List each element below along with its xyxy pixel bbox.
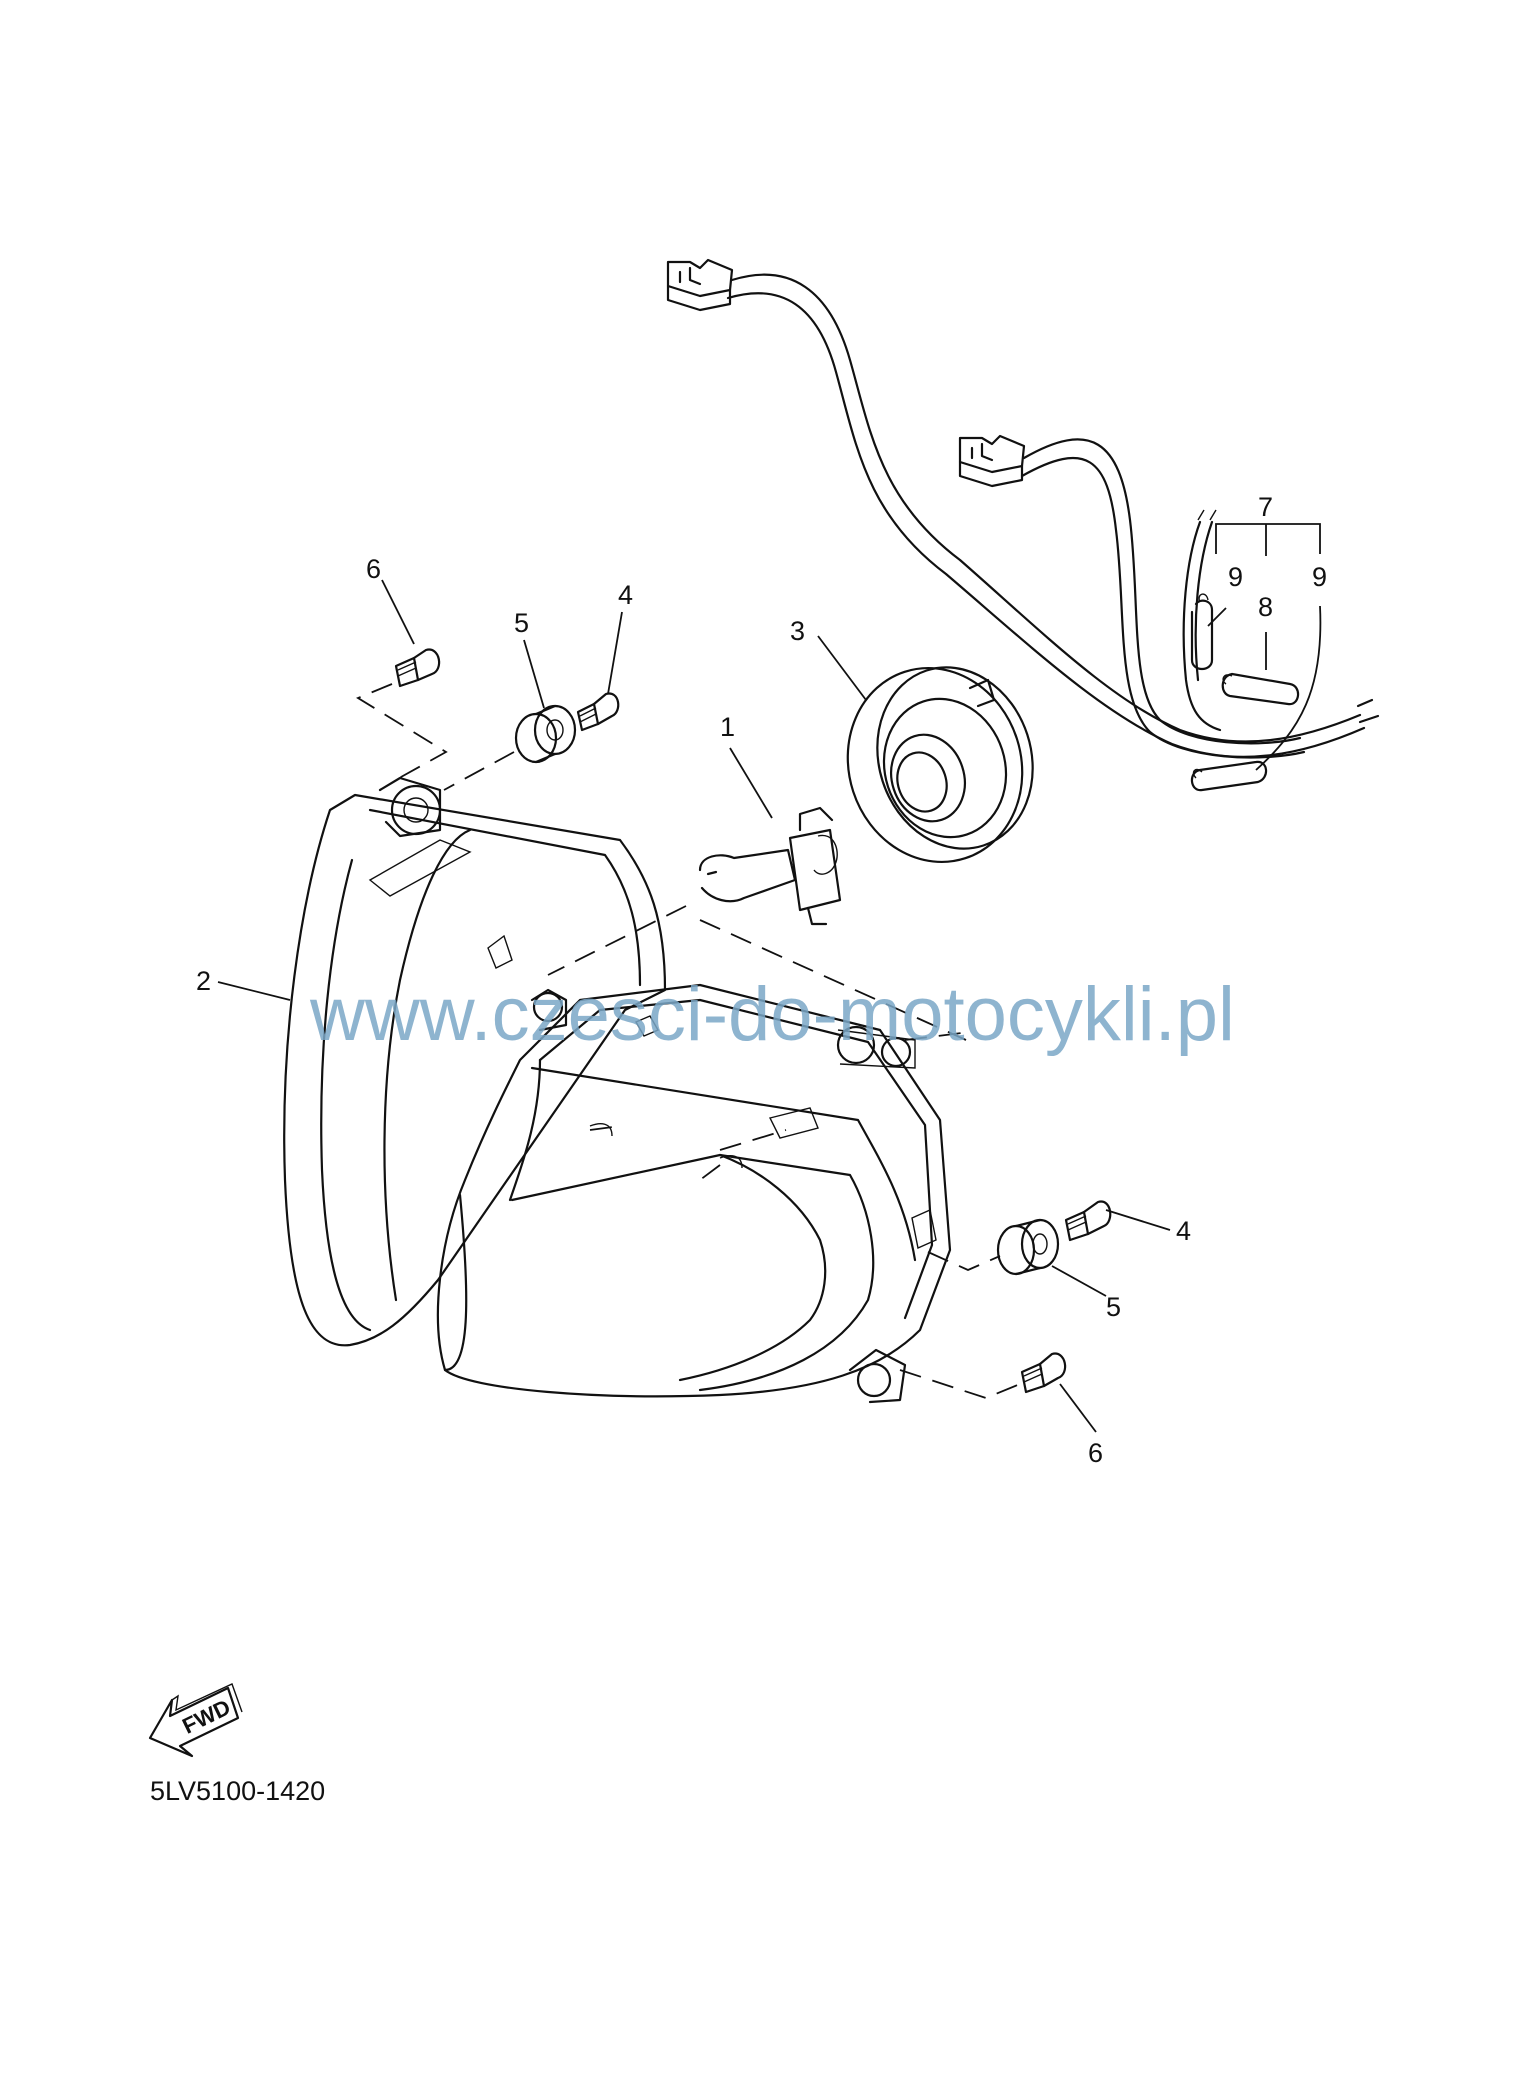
callout-2: 2 bbox=[196, 966, 211, 996]
callout-8: 8 bbox=[1258, 592, 1273, 622]
fwd-arrow-icon: FWD bbox=[148, 1683, 243, 1758]
headlight-assembly bbox=[283, 776, 952, 1404]
assembly-lines bbox=[356, 683, 1021, 1399]
wiring-harness bbox=[666, 258, 1380, 792]
callout-9-left: 9 bbox=[1228, 562, 1243, 592]
grommet-top bbox=[514, 704, 577, 764]
terminal-sleeve-8 bbox=[1221, 672, 1300, 706]
leader-lines bbox=[217, 523, 1322, 1433]
terminal-sleeve-9-right bbox=[1190, 760, 1268, 792]
mount-boss-bottom bbox=[848, 1348, 907, 1404]
screw-top-4 bbox=[576, 692, 620, 732]
callout-9-right: 9 bbox=[1312, 562, 1327, 592]
mount-boss-right-pair bbox=[836, 1025, 916, 1069]
connector-upper bbox=[666, 258, 734, 312]
screw-right-4 bbox=[1064, 1200, 1112, 1242]
screw-top-6 bbox=[394, 648, 441, 688]
terminal-sleeve-9-left bbox=[1190, 593, 1214, 671]
callout-5-top: 5 bbox=[514, 608, 529, 638]
callouts: 1 2 3 4 4 5 5 6 6 7 8 9 9 bbox=[196, 492, 1327, 1468]
fwd-label: FWD bbox=[178, 1694, 234, 1738]
callout-5-right: 5 bbox=[1106, 1292, 1121, 1322]
callout-4-right: 4 bbox=[1176, 1216, 1191, 1246]
watermark: www.czesci-do-motocykli.pl bbox=[309, 972, 1235, 1057]
callout-4-top: 4 bbox=[618, 580, 633, 610]
mount-boss-top-left bbox=[378, 776, 442, 838]
connector-lower bbox=[958, 434, 1026, 488]
callout-3: 3 bbox=[790, 616, 805, 646]
callout-6-top: 6 bbox=[366, 554, 381, 584]
part-code: 5LV5100-1420 bbox=[150, 1776, 325, 1806]
mount-boss-center bbox=[530, 988, 568, 1032]
screw-bottom-6 bbox=[1020, 1352, 1067, 1394]
socket-cover bbox=[846, 666, 1034, 864]
bulb bbox=[698, 806, 842, 926]
callout-7: 7 bbox=[1258, 492, 1273, 522]
callout-6-bottom: 6 bbox=[1088, 1438, 1103, 1468]
callout-1: 1 bbox=[720, 712, 735, 742]
grommet-right bbox=[996, 1218, 1060, 1276]
